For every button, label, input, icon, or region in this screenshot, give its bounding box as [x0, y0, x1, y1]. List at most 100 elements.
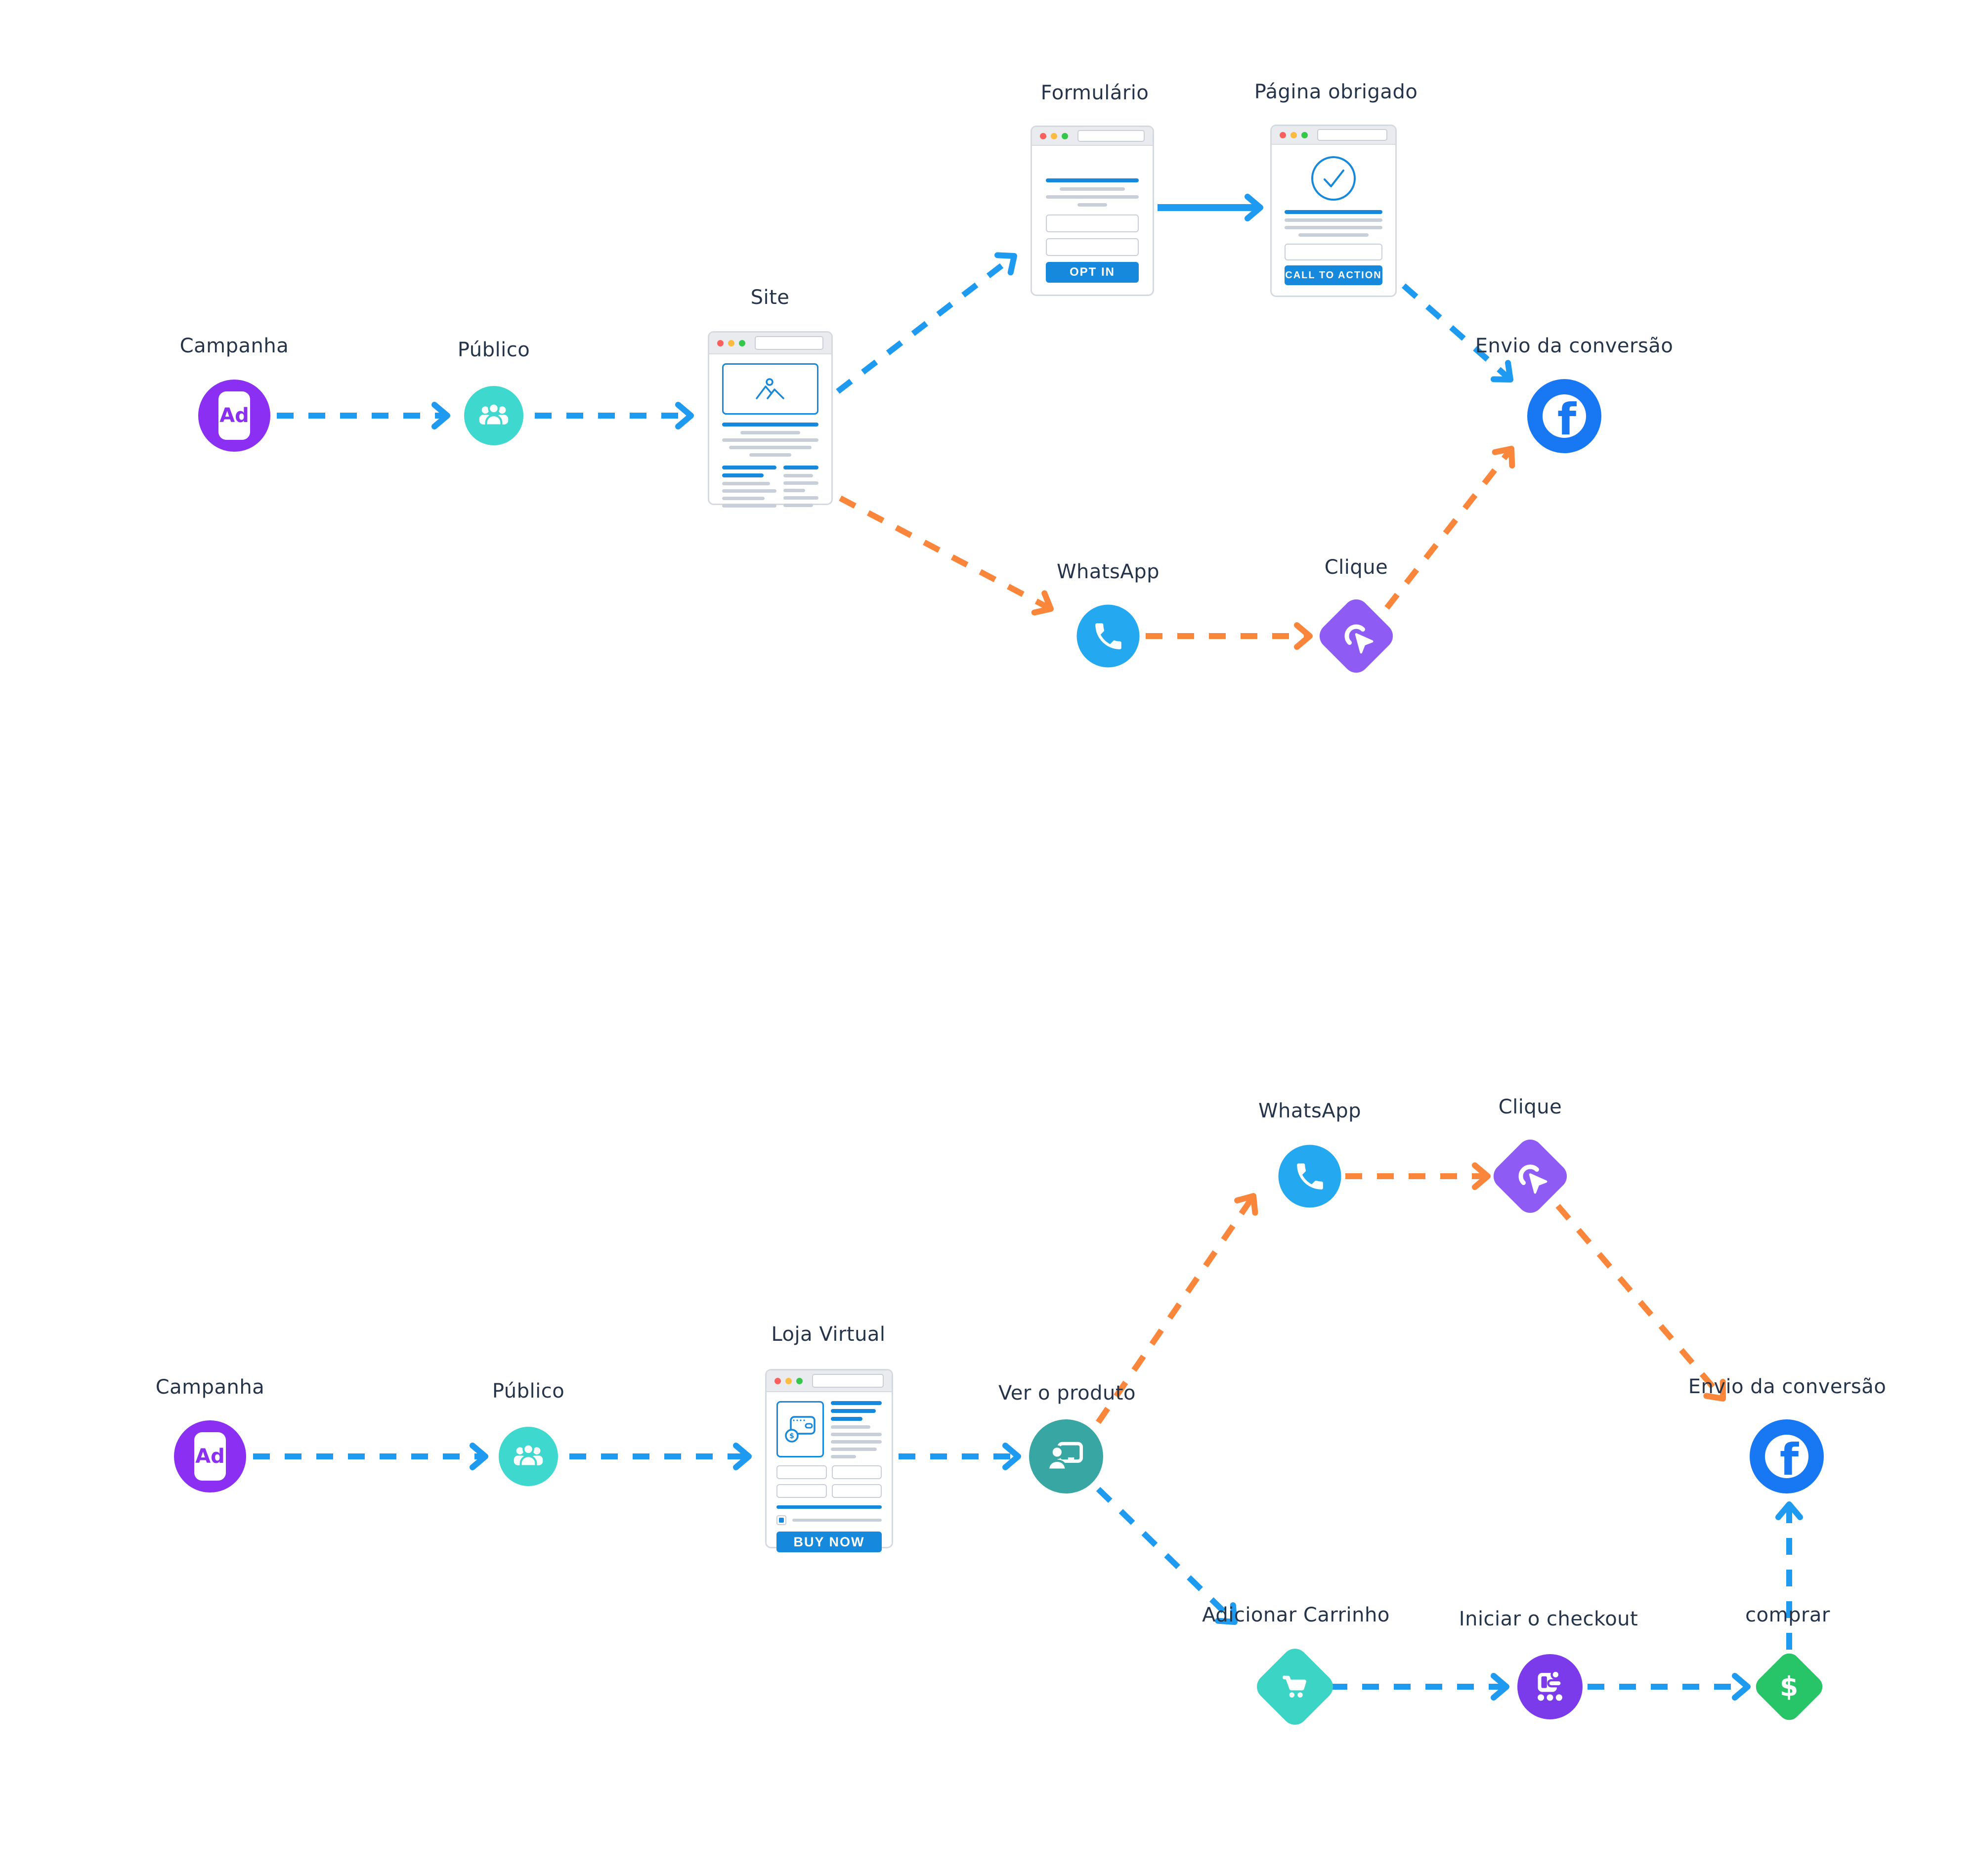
node-label: Adicionar Carrinho [1202, 1604, 1390, 1626]
form-input-graphic [831, 1484, 882, 1498]
facebook-conversion-node[interactable]: f [1527, 379, 1601, 453]
form-input-graphic [776, 1465, 827, 1479]
skeleton-line [783, 504, 814, 507]
skeleton-line [830, 1440, 882, 1444]
skeleton-line [830, 1455, 857, 1458]
skeleton-line [783, 466, 818, 469]
people-icon [514, 1443, 543, 1467]
node-label: Clique [1498, 1096, 1562, 1118]
publico-node[interactable] [464, 386, 523, 445]
hero-image-placeholder [722, 363, 818, 415]
click-cursor-icon [1344, 624, 1374, 654]
window-dot-yellow-icon [728, 340, 734, 346]
skeleton-line [783, 496, 818, 500]
skeleton-line [722, 466, 777, 469]
window-dot-green-icon [1062, 132, 1068, 139]
skeleton-line [830, 1433, 882, 1436]
edge-site-formulario [836, 252, 1017, 394]
address-bar-graphic [1077, 130, 1145, 142]
site-node[interactable] [708, 331, 833, 508]
skeleton-line [1285, 226, 1382, 229]
wallet-icon: $ [785, 1416, 816, 1443]
whatsapp-node[interactable] [1076, 604, 1140, 668]
phone-icon [1095, 623, 1121, 649]
node-label: Clique [1324, 556, 1388, 579]
facebook-icon: f [1765, 1434, 1808, 1485]
publico-node[interactable] [499, 1427, 558, 1486]
window-dot-red-icon [717, 340, 724, 346]
skeleton-line [830, 1425, 871, 1429]
node-label: Página obrigado [1254, 81, 1418, 103]
cart-icon [1283, 1675, 1306, 1698]
skeleton-line [792, 1519, 882, 1522]
skeleton-line [830, 1417, 862, 1421]
pagina-obrigado-node[interactable]: CALL TO ACTION [1270, 125, 1397, 297]
node-label: Ver o produto [998, 1382, 1136, 1405]
edge-site-whatsapp1 [839, 495, 1054, 616]
facebook-conversion-node[interactable]: f [1750, 1419, 1824, 1493]
node-label: Campanha [155, 1376, 265, 1399]
form-input-graphic [1046, 238, 1139, 256]
product-image-placeholder: $ [776, 1401, 824, 1457]
node-label: WhatsApp [1258, 1100, 1362, 1122]
window-dot-green-icon [739, 340, 745, 346]
skeleton-line [722, 482, 770, 485]
skeleton-line [830, 1401, 882, 1405]
view-product-icon [1047, 1442, 1083, 1471]
ad-icon: Ad [194, 1432, 226, 1481]
edge-verproduto-whatsapp2 [1096, 1193, 1258, 1424]
clique-node[interactable] [1314, 594, 1398, 678]
skeleton-line [740, 431, 800, 434]
skeleton-line [749, 453, 792, 457]
node-label: Público [457, 339, 530, 361]
people-icon [479, 402, 509, 426]
node-label: Público [492, 1380, 565, 1403]
skeleton-line [776, 1505, 882, 1509]
address-bar-graphic [1317, 129, 1387, 141]
skeleton-line [830, 1448, 877, 1451]
iniciar-checkout-node[interactable] [1517, 1654, 1583, 1719]
skeleton-line [783, 489, 806, 492]
checkout-register-icon [1538, 1669, 1563, 1701]
checkbox-graphic [776, 1515, 786, 1525]
edge-verproduto-carrinho [1096, 1487, 1238, 1625]
skeleton-line [722, 497, 765, 500]
check-circle-icon [1311, 156, 1356, 201]
node-label: Envio da conversão [1688, 1375, 1887, 1398]
skeleton-line [722, 438, 818, 442]
form-input-graphic [1046, 214, 1139, 232]
whatsapp-node[interactable] [1278, 1145, 1341, 1208]
adicionar-carrinho-node[interactable] [1251, 1643, 1338, 1730]
skeleton-line [729, 446, 812, 449]
campanha-node[interactable]: Ad [198, 380, 270, 452]
edge-clique2-facebook2 [1555, 1204, 1726, 1402]
skeleton-line [722, 489, 777, 493]
node-label: Campanha [179, 335, 289, 357]
address-bar-graphic [812, 1374, 884, 1388]
buy-now-button-graphic: BUY NOW [776, 1532, 882, 1552]
browser-chrome [1032, 127, 1153, 146]
ad-icon: Ad [218, 391, 250, 440]
node-label: Formulário [1040, 82, 1149, 104]
edge-clique1-facebook1 [1384, 446, 1515, 610]
form-input-graphic [776, 1484, 827, 1498]
skeleton-line [783, 474, 814, 477]
form-input-graphic [1285, 244, 1382, 260]
skeleton-line [1285, 218, 1382, 222]
window-dot-red-icon [1280, 131, 1286, 138]
skeleton-line [783, 481, 818, 485]
skeleton-line [1285, 210, 1382, 214]
loja-virtual-node[interactable]: $ [765, 1369, 893, 1552]
node-label: comprar [1745, 1604, 1830, 1626]
skeleton-line [1060, 187, 1125, 191]
node-label: Iniciar o checkout [1459, 1608, 1638, 1630]
formulario-node[interactable]: OPT IN [1031, 126, 1154, 296]
address-bar-graphic [755, 336, 823, 350]
window-dot-green-icon [796, 1377, 803, 1384]
window-dot-green-icon [1301, 131, 1308, 138]
campanha-node[interactable]: Ad [174, 1420, 246, 1492]
facebook-icon: f [1543, 394, 1586, 445]
clique-node[interactable] [1488, 1134, 1572, 1218]
ver-produto-node[interactable] [1029, 1419, 1103, 1493]
